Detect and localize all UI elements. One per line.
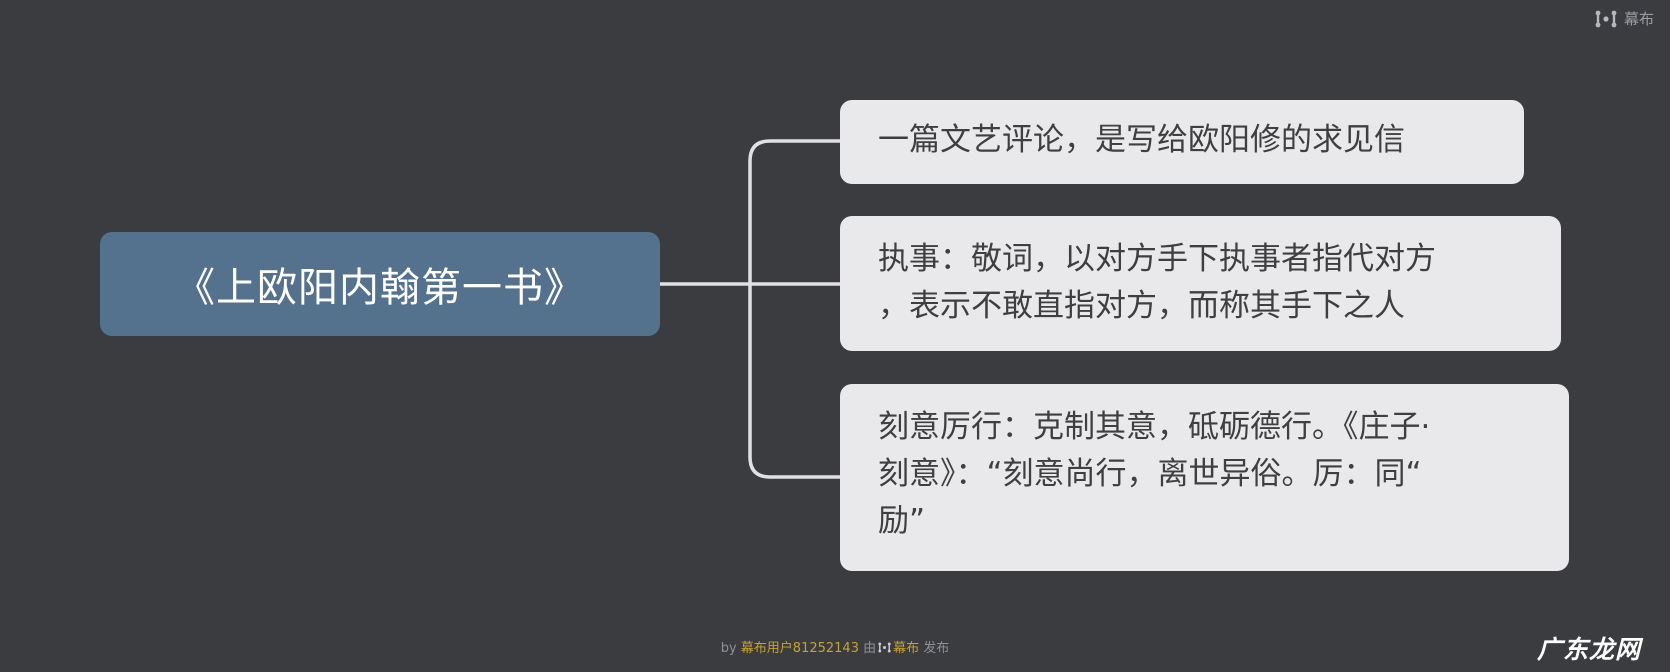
- footer-by: by: [720, 641, 737, 656]
- root-node-label: 《上欧阳内翰第一书》: [175, 265, 585, 311]
- platform-link[interactable]: 幕布: [893, 641, 920, 656]
- watermark: 广东龙网: [1537, 635, 1642, 664]
- brand-header[interactable]: 幕布: [1595, 8, 1654, 29]
- mubu-logo-icon: [1595, 10, 1617, 27]
- child-node-3[interactable]: 刻意厉行：克制其意，砥砺德行。《庄子· 刻意》：“刻意尚行，离世异俗。厉：同“ …: [840, 384, 1569, 571]
- child-node-2[interactable]: 执事：敬词，以对方手下执事者指代对方 ，表示不敢直指对方，而称其手下之人: [840, 216, 1561, 351]
- node-text-line: ，表示不敢直指对方，而称其手下之人: [878, 288, 1405, 324]
- footer-published: 发布: [923, 641, 950, 656]
- node-text-line: 刻意》：“刻意尚行，离世异俗。厉：同“: [878, 456, 1422, 492]
- brand-name: 幕布: [1623, 10, 1654, 28]
- author-link[interactable]: 幕布用户81252143: [740, 641, 859, 656]
- node-text-line: 刻意厉行：克制其意，砥砺德行。《庄子·: [878, 409, 1431, 445]
- child-node-1[interactable]: 一篇文艺评论，是写给欧阳修的求见信: [840, 100, 1524, 184]
- node-text-line: 执事：敬词，以对方手下执事者指代对方: [878, 241, 1436, 277]
- footer-credit: by 幕布用户81252143 由 幕布 发布: [0, 637, 1670, 656]
- footer-via: 由: [863, 641, 877, 656]
- node-text-line: 励”: [878, 503, 926, 539]
- root-node[interactable]: 《上欧阳内翰第一书》: [100, 232, 660, 336]
- mubu-logo-icon: [878, 642, 891, 653]
- node-text-line: 一篇文艺评论，是写给欧阳修的求见信: [878, 122, 1405, 158]
